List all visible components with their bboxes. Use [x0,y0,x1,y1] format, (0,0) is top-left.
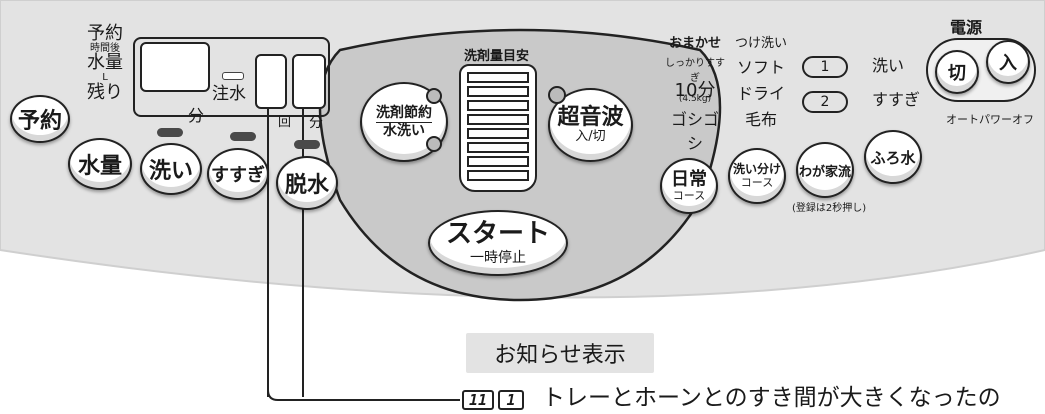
course-dry: ドライ [736,84,785,103]
detergent-saving-indicator-top [426,88,442,104]
course-omakase: おまかせ [668,36,721,51]
detergent-saving-indicator-bottom [426,136,442,152]
spin-button[interactable]: 脱水 [276,156,338,210]
minutes-label: 分 [188,106,205,125]
memory-1-label: 1 [820,59,830,75]
course-tsukearai: つけ洗い [734,36,787,51]
power-off-label: 切 [948,63,966,84]
reserve-line-4: L [102,72,108,84]
times-label: 回 [278,115,292,130]
code-digit-1: 11 [462,390,494,410]
ultrasonic-button[interactable]: 超音波 入/切 [548,88,633,162]
gauge-level-5 [467,128,529,139]
gauge-level-8 [467,170,529,181]
water-level-button[interactable]: 水量 [68,138,132,190]
memory-2-indicator: 2 [802,91,848,113]
power-off-button[interactable]: 切 [935,50,979,94]
reserve-info-labels: 予約 時間後 水量 L 残り [80,23,130,103]
water-level-label: 水量 [77,154,122,179]
course-column-2: つけ洗い ソフト ドライ 毛布 [734,32,788,129]
digit-display-2 [292,54,326,109]
course-10min: 10分 [674,80,716,101]
start-main: スタート [445,219,550,249]
digit-display-1 [255,54,287,109]
gauge-level-3 [467,100,529,111]
ultrasonic-sub: 入/切 [575,129,606,145]
reserve-label: 予約 [17,109,62,134]
normal-course-top: 日常 [671,169,707,191]
gauge-level-4 [467,114,529,125]
wash-button[interactable]: 洗い [140,143,202,195]
notice-message: トレーとホーンとのすき間が大きくなったの [542,385,1001,411]
family-course-label: わが家流 [798,164,851,180]
power-on-button[interactable]: 入 [986,40,1030,84]
display-frame [133,37,330,117]
time-display-area [140,42,210,92]
separate-course-bottom: コース [740,175,774,189]
notice-title-box: お知らせ表示 [466,333,654,373]
ultrasonic-main: 超音波 [557,104,624,130]
separate-course-button[interactable]: 洗い分け コース [728,148,786,204]
col4-rinse-label: すすぎ [872,90,921,109]
normal-course-button[interactable]: 日常 コース [660,158,718,214]
reserve-line-5: 残り [87,81,123,103]
course-column-1: おまかせ しっかりすすぎ 10分 (4.5kg) ゴシゴシ [665,32,725,153]
gauge-level-2 [467,86,529,97]
reserve-button[interactable]: 予約 [10,95,70,143]
wash-indicator [157,128,183,137]
normal-course-bottom: コース [672,188,706,202]
rinse-button[interactable]: すすぎ [207,148,269,200]
separate-course-top: 洗い分け [732,162,781,177]
code-digit-2: 1 [498,390,524,410]
course-45kg: (4.5kg) [678,94,712,104]
gauge-level-6 [467,142,529,153]
detergent-saving-top: 洗剤節約 [376,104,432,123]
reserve-line-3: 水量 [87,52,123,74]
power-on-label: 入 [999,53,1017,74]
memory-1-indicator: 1 [802,56,848,78]
gauge-level-7 [467,156,529,167]
col4-wash-label: 洗い [872,56,905,75]
power-title: 電源 [950,18,983,37]
fill-water-label: 注水 [212,84,246,104]
detergent-saving-button[interactable]: 洗剤節約 水洗い [360,82,448,162]
ultrasonic-indicator [548,86,566,104]
reserve-line-2: 時間後 [90,42,120,54]
course-blanket: 毛布 [744,110,777,129]
memory-2-label: 2 [820,94,830,110]
gauge-title: 洗剤量目安 [464,49,530,64]
gauge-level-1 [467,72,529,83]
spin-label: 脱水 [284,173,329,198]
bath-water-button[interactable]: ふろ水 [864,130,922,184]
auto-power-off-label: オートパワーオフ [946,113,1034,126]
notice-title: お知らせ表示 [494,343,626,368]
minutes-label-2: 分 [309,115,323,131]
fill-water-indicator [222,72,244,80]
reserve-line-1: 予約 [87,23,123,44]
start-pause-button[interactable]: スタート 一時停止 [428,210,568,276]
wash-label: 洗い [148,159,193,184]
spin-indicator [294,140,320,149]
course-shikkari: しっかりすすぎ [665,58,725,84]
rinse-label: すすぎ [211,165,265,186]
start-sub: 一時停止 [469,249,526,266]
register-note: (登録は2秒押し) [792,203,867,214]
detergent-saving-bottom: 水洗い [383,122,425,139]
gauge-bars [467,72,529,187]
bath-water-label: ふろ水 [870,148,916,167]
course-soft: ソフト [736,58,785,77]
family-course-button[interactable]: わが家流 [796,142,854,198]
course-goshigoshi: ゴシゴシ [670,110,719,153]
rinse-indicator [230,132,256,141]
